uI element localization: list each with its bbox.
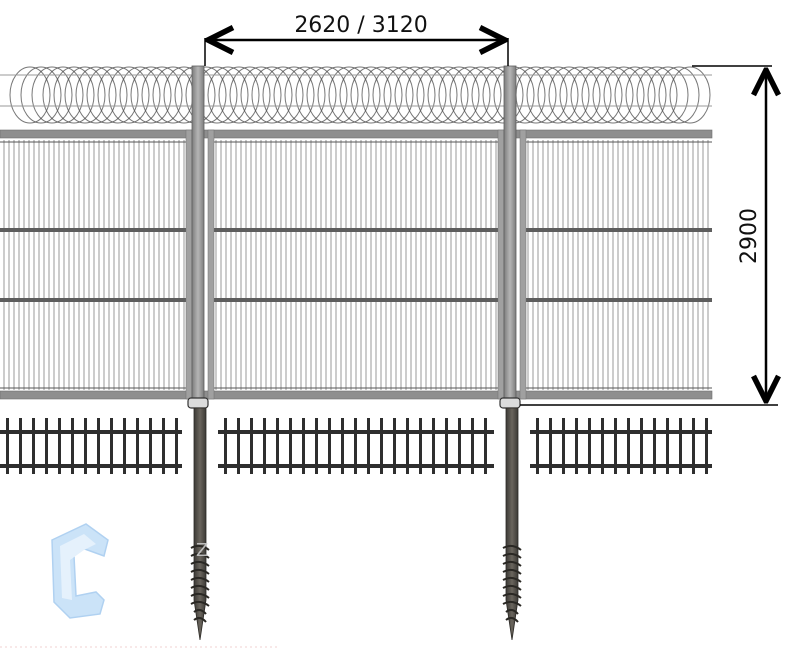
fence-posts [187,65,521,409]
bar-fence-section [530,418,712,474]
bar-fence-section [0,418,182,474]
width-label: 2620 / 3120 [294,13,427,38]
helical-pile-icon [190,407,522,641]
ground-bar-fences [0,418,712,474]
height-dimension: 2900 [520,65,778,406]
mesh-panels [0,129,713,400]
mesh-panel [524,140,712,390]
helical-pile [190,407,210,641]
helical-pile [502,407,522,641]
mesh-panel [212,140,500,390]
razor-wire-icon [0,66,712,124]
svg-text:Z: Z [196,540,208,561]
bar-fence-section [218,418,494,474]
fence-post [499,65,521,409]
mesh-panel [0,140,188,390]
bottom-rail [0,390,713,400]
fence-post [187,65,209,409]
width-dimension: 2620 / 3120 [204,13,509,66]
watermark-logo: Z [51,523,208,619]
top-rail [0,129,713,139]
height-label: 2900 [737,208,762,264]
